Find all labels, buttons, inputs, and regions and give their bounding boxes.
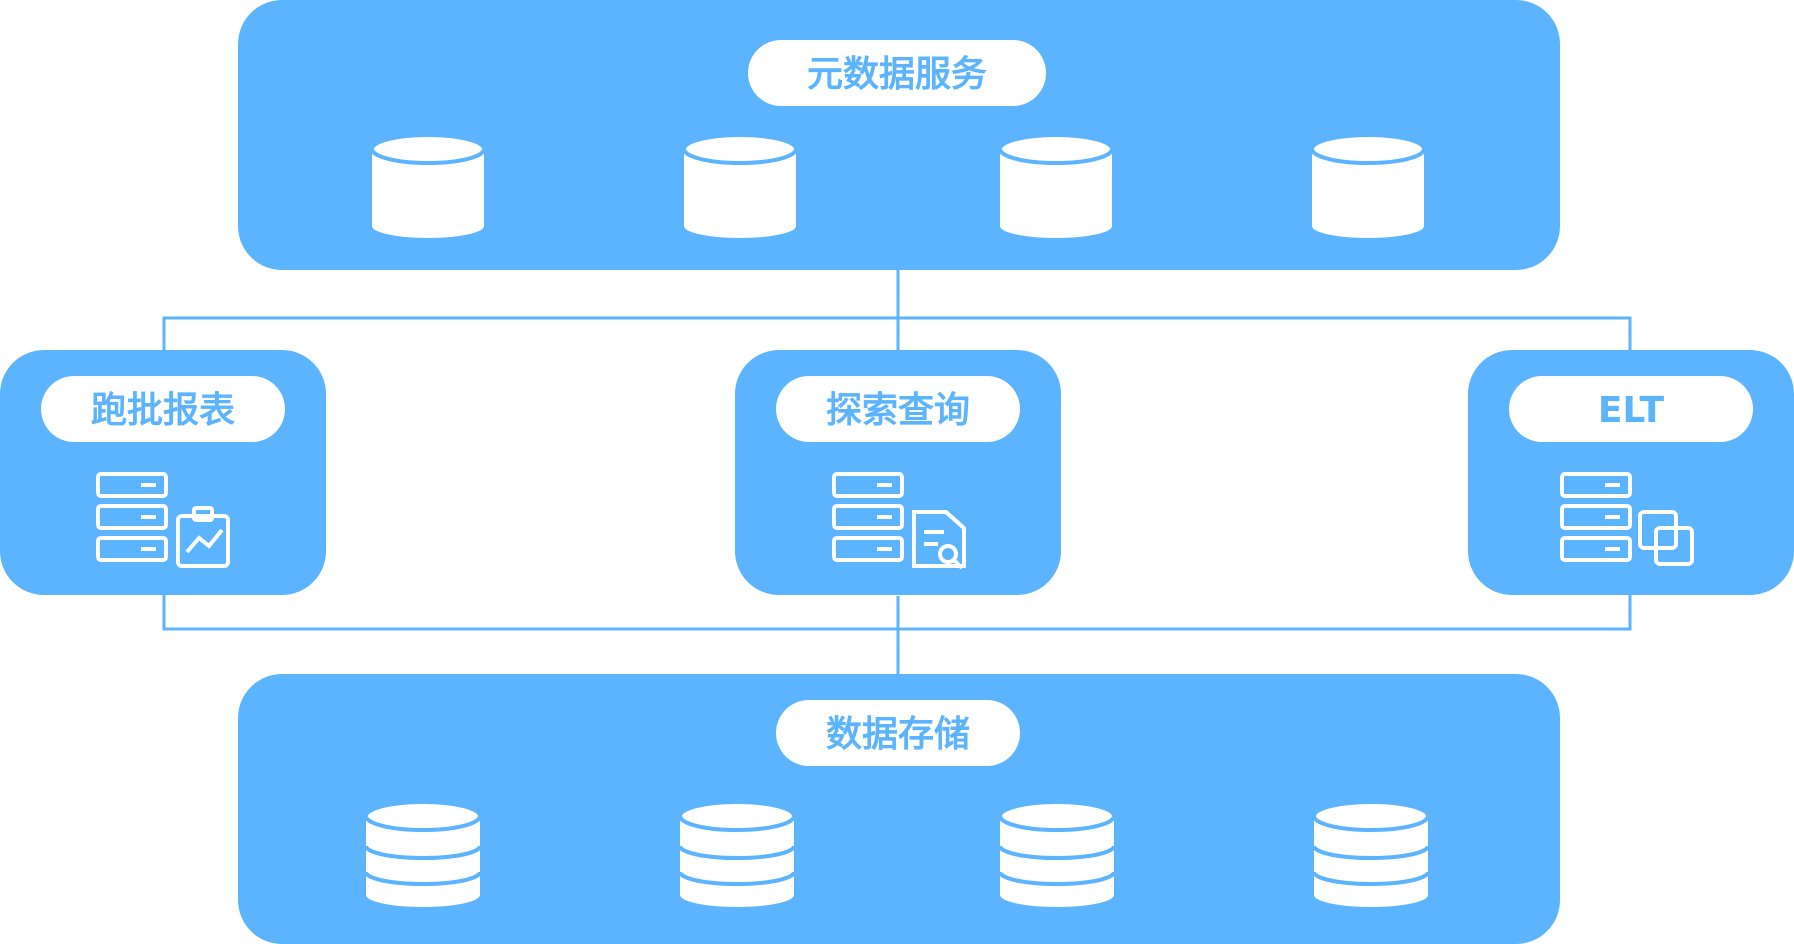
metadata-service-panel: 元数据服务: [238, 0, 1560, 270]
engine-panel-exploratory-query: 探索查询: [735, 350, 1061, 595]
connector-top-bus: [162, 316, 1632, 350]
database-cylinder-icon: [370, 133, 486, 238]
engine-label-pill: ELT: [1509, 376, 1753, 442]
data-storage-label-pill: 数据存储: [776, 700, 1020, 766]
server-document-search-icon: [832, 472, 966, 570]
database-stack-icon: [1312, 800, 1430, 907]
server-report-chart-icon: [96, 472, 230, 568]
data-storage-title: 数据存储: [826, 714, 970, 755]
metadata-icons: [370, 133, 1426, 238]
database-cylinder-icon: [682, 133, 798, 238]
connectors: [162, 270, 1632, 674]
database-cylinder-icon: [998, 133, 1114, 238]
engine-label-pill: 探索查询: [776, 376, 1020, 442]
metadata-service-title: 元数据服务: [807, 54, 987, 95]
engine-label-pill: 跑批报表: [41, 376, 285, 442]
database-stack-icon: [998, 800, 1116, 907]
engine-title: 跑批报表: [91, 390, 235, 431]
engine-title: 探索查询: [826, 390, 970, 431]
engine-panel-elt: ELT: [1468, 350, 1794, 595]
database-cylinder-icon: [1310, 133, 1426, 238]
database-stack-icon: [364, 800, 482, 907]
engine-panel-batch-reports: 跑批报表: [0, 350, 326, 595]
server-copy-transform-icon: [1560, 472, 1694, 566]
connector-bottom-bus: [162, 595, 1632, 631]
metadata-service-label-pill: 元数据服务: [748, 40, 1046, 106]
data-storage-panel: 数据存储: [238, 674, 1560, 944]
database-stack-icon: [678, 800, 796, 907]
storage-icons: [364, 800, 1430, 907]
engine-title: ELT: [1598, 390, 1665, 431]
